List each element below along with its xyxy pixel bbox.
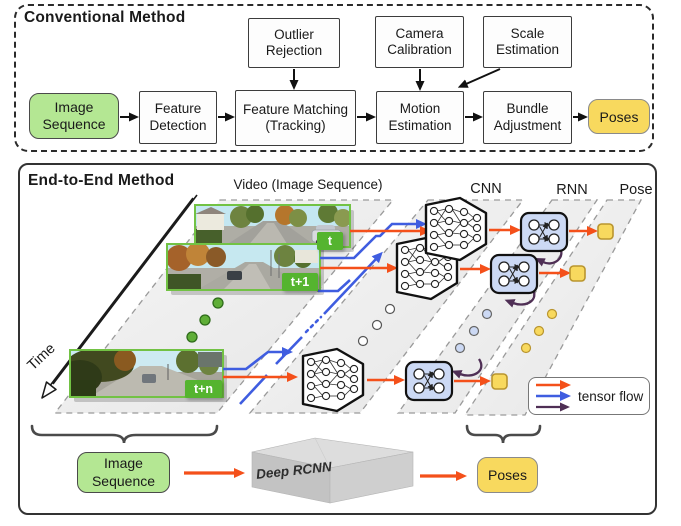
end-to-end-title: End-to-End Method bbox=[28, 172, 175, 189]
pose-square-2 bbox=[569, 265, 586, 282]
frame-tag-t: t bbox=[317, 232, 343, 250]
arrow-scale-to-motion bbox=[457, 68, 501, 88]
arrow-frame-tn-to-cnn3 bbox=[223, 347, 293, 371]
rnn-lane-label: RNN bbox=[556, 182, 588, 198]
conventional-section-border bbox=[14, 4, 654, 152]
scale-estimation-box: Scale Estimation bbox=[483, 16, 572, 68]
poses-box-conventional: Poses bbox=[588, 99, 650, 134]
conventional-arrows bbox=[120, 68, 588, 122]
rnn-ellipsis-dots bbox=[454, 308, 493, 354]
end-to-end-section-border bbox=[18, 163, 657, 515]
bundle-adjustment-box: Bundle Adjustment bbox=[483, 91, 572, 144]
legend-label: tensor flow bbox=[578, 388, 644, 404]
motion-estimation-box: Motion Estimation bbox=[376, 91, 464, 144]
tensor-flow-legend: tensor flow bbox=[528, 377, 650, 415]
cnn-ellipsis-dots bbox=[357, 303, 396, 347]
pose-lane-brace bbox=[465, 424, 542, 444]
legend-arrow-icons bbox=[536, 380, 571, 412]
pose-squares bbox=[491, 223, 614, 390]
poses-box-bottom: Poses bbox=[477, 457, 538, 493]
tensor-flow-orange-arrows bbox=[184, 225, 598, 481]
rnn-lane bbox=[396, 199, 599, 414]
arrow-hidden-frame-to-cnn2-a bbox=[239, 374, 268, 405]
arrow-frame-t1-to-cnn1 bbox=[320, 219, 427, 260]
cnn-lane-label: CNN bbox=[470, 181, 502, 197]
pose-lane-label: Pose bbox=[619, 182, 653, 198]
image-sequence-box-bottom: Image Sequence bbox=[77, 452, 170, 493]
pose-square-3 bbox=[491, 373, 508, 390]
arrow-hidden-frame-dotted bbox=[304, 315, 323, 334]
frame-tag-tn: t+n bbox=[185, 380, 222, 398]
pose-ellipsis-dots bbox=[520, 308, 558, 354]
arrow-rnn3-state bbox=[451, 358, 483, 379]
outlier-rejection-box: Outlier Rejection bbox=[248, 18, 340, 68]
video-ellipsis-dots bbox=[186, 297, 224, 343]
feature-detection-box: Feature Detection bbox=[139, 91, 217, 144]
braces bbox=[30, 424, 542, 444]
blue-stub-frame-t1 bbox=[318, 279, 351, 293]
conventional-title: Conventional Method bbox=[24, 9, 186, 26]
video-lane-label: Video (Image Sequence) bbox=[233, 177, 383, 192]
pose-lane bbox=[463, 199, 643, 416]
camera-calibration-box: Camera Calibration bbox=[375, 16, 464, 68]
frame-tag-t1: t+1 bbox=[282, 273, 318, 291]
pose-square-1 bbox=[597, 223, 614, 240]
feature-matching-box: Feature Matching (Tracking) bbox=[235, 90, 356, 146]
deep-rcnn-box bbox=[251, 437, 414, 504]
video-lane-brace bbox=[30, 424, 219, 444]
image-sequence-box: Image Sequence bbox=[29, 93, 119, 139]
